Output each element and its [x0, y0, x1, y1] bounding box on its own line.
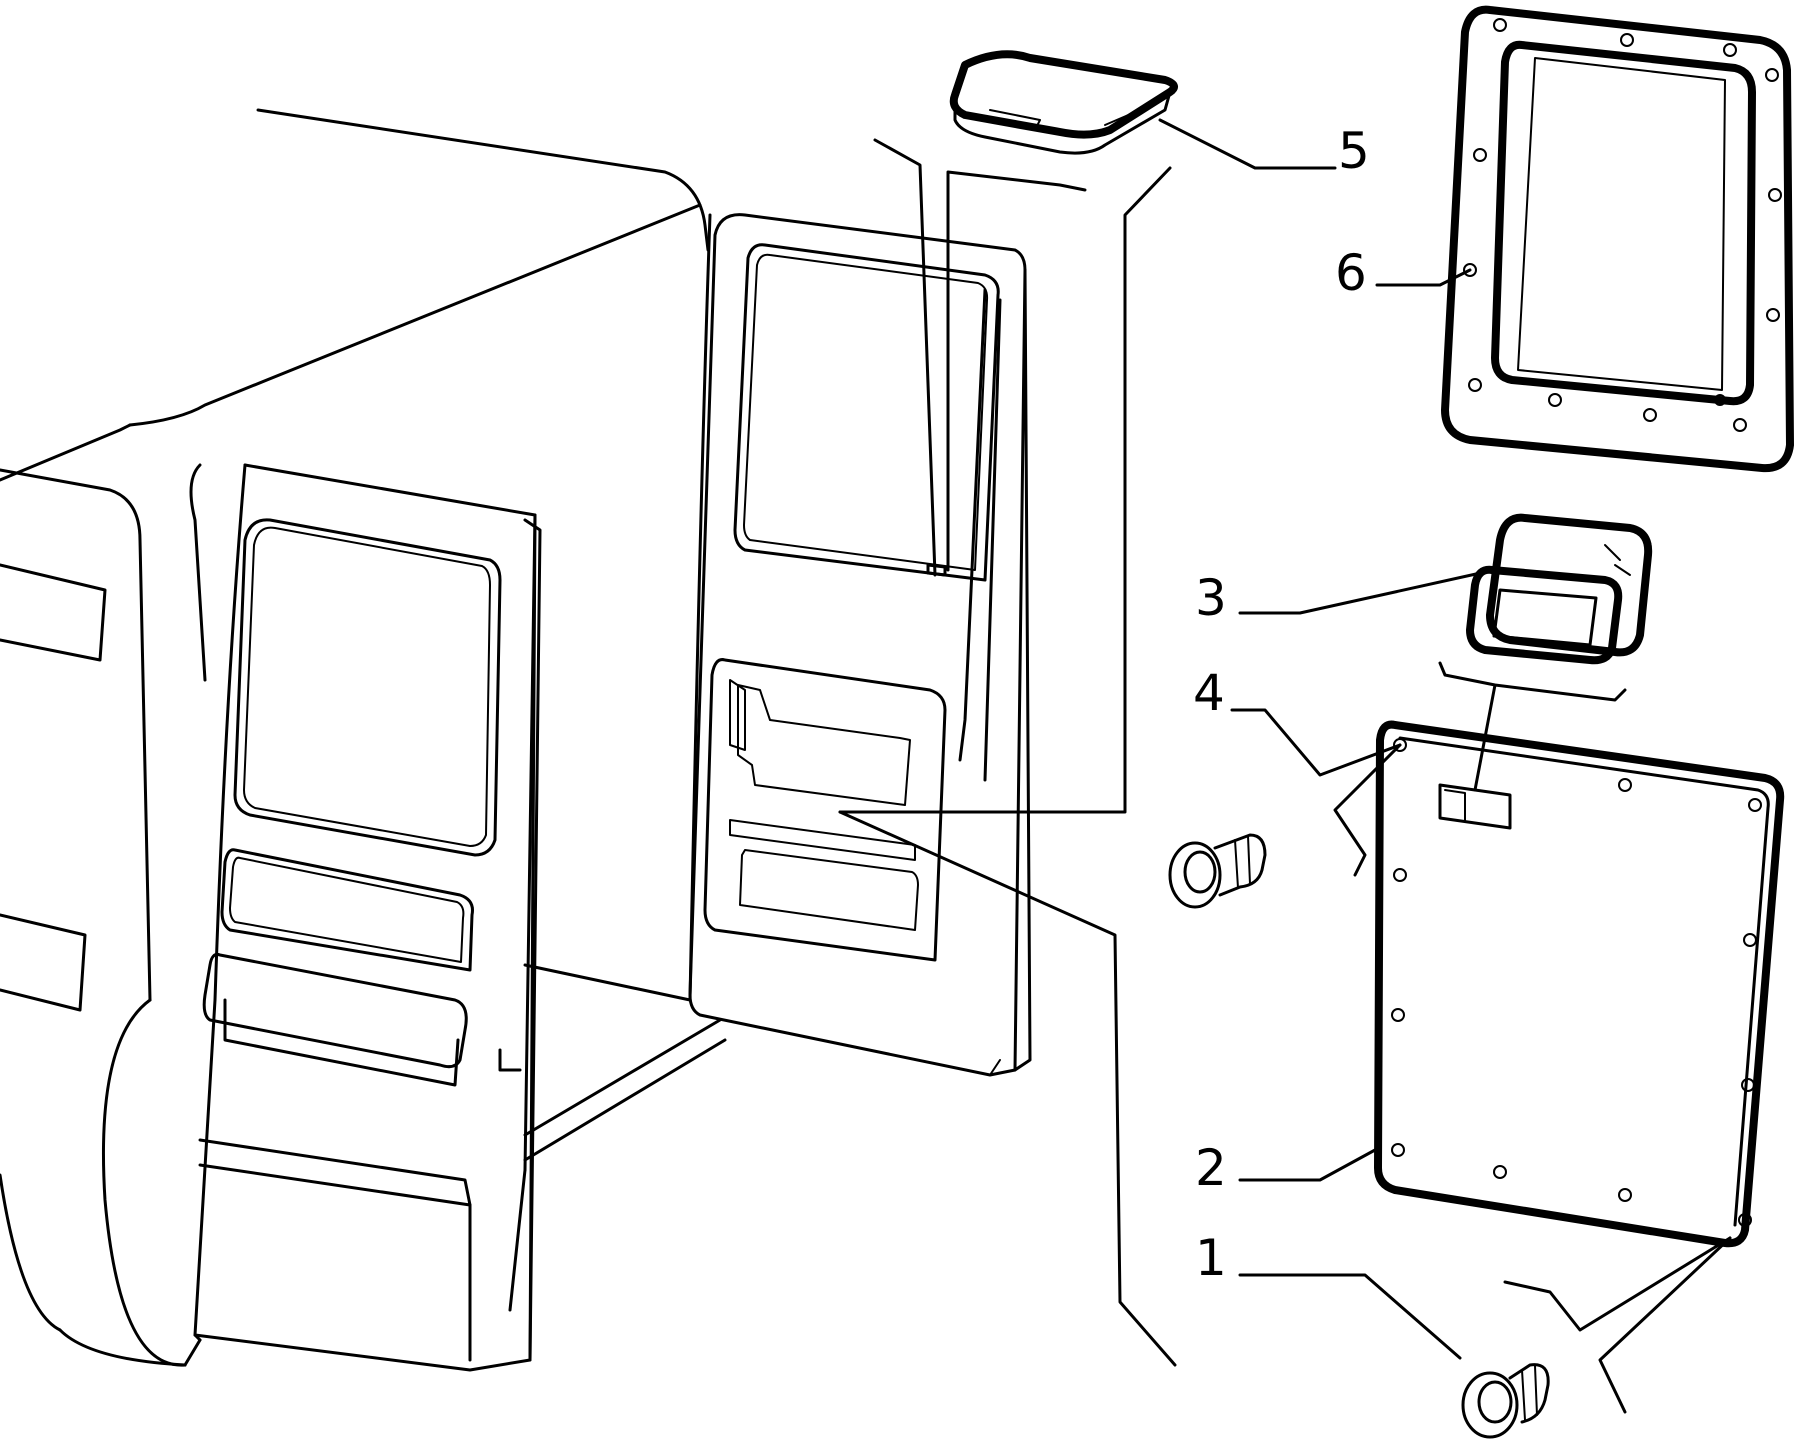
part-3-handle-bezel [1466, 513, 1653, 665]
left-rear-door [193, 463, 542, 1372]
part-1-clip [1461, 1363, 1550, 1439]
right-rear-door [688, 213, 1032, 1077]
part-2-trim-panel [1374, 720, 1785, 1248]
van-body [0, 108, 727, 1367]
part-label-4: 4 [1193, 664, 1225, 722]
part-number-labels: 1 2 3 4 5 6 [1193, 122, 1370, 1287]
part-label-3: 3 [1195, 569, 1227, 627]
part-label-1: 1 [1195, 1229, 1227, 1287]
part-label-6: 6 [1335, 244, 1367, 302]
part-5-roof-cover [949, 50, 1178, 155]
leader-lines [838, 118, 1732, 1414]
part-6-window-frame [1441, 5, 1794, 473]
part-4-clip [1168, 833, 1267, 909]
part-label-5: 5 [1338, 122, 1370, 180]
part-label-2: 2 [1195, 1139, 1227, 1197]
